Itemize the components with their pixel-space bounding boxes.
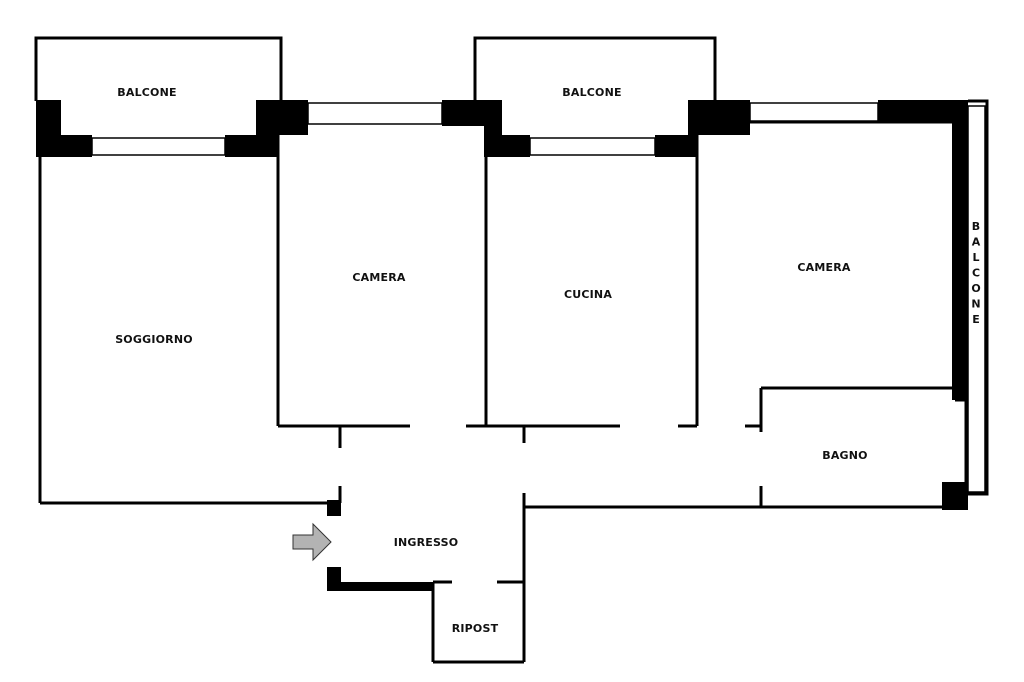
wall-block xyxy=(942,482,968,510)
label-balcone-left: BALCONE xyxy=(117,86,176,99)
label-balcone-right-letter: N xyxy=(971,298,980,311)
walls xyxy=(38,120,968,664)
label-balcone-right-letter: L xyxy=(972,251,979,264)
wall-block xyxy=(484,135,530,157)
label-bagno: BAGNO xyxy=(822,449,867,462)
wall-block xyxy=(278,100,308,126)
label-balcone-right-letter: O xyxy=(971,282,980,295)
balcony-left-outline xyxy=(34,36,283,101)
label-ingresso: INGRESSO xyxy=(394,536,459,549)
label-ripost: RIPOST xyxy=(452,622,499,635)
balcony-right-outline xyxy=(968,99,989,496)
label-camera-right: CAMERA xyxy=(797,261,851,274)
label-balcone-right-letter: B xyxy=(972,220,980,233)
balcony-center-outline xyxy=(473,36,717,101)
label-balcone-right-letter: C xyxy=(972,267,980,280)
wall-block xyxy=(327,582,433,591)
label-balcone-right-letter: E xyxy=(972,313,980,326)
wall-block xyxy=(225,135,278,157)
label-cucina: CUCINA xyxy=(564,288,612,301)
window xyxy=(307,102,443,125)
balcony-outlines xyxy=(34,36,989,496)
wall-block xyxy=(36,135,92,157)
wall-block xyxy=(952,100,968,400)
window xyxy=(967,105,986,493)
window xyxy=(529,137,656,156)
thick-walls xyxy=(36,100,968,591)
window xyxy=(91,137,226,156)
wall-block xyxy=(688,100,698,157)
wall-block xyxy=(878,100,968,122)
entrance-arrow-icon xyxy=(292,522,332,562)
label-balcone-center: BALCONE xyxy=(562,86,621,99)
window xyxy=(749,102,879,122)
label-soggiorno: SOGGIORNO xyxy=(115,333,193,346)
wall-block xyxy=(655,135,697,157)
label-balcone-right-letter: A xyxy=(972,236,981,249)
windows xyxy=(91,102,986,493)
label-camera-left: CAMERA xyxy=(352,271,406,284)
